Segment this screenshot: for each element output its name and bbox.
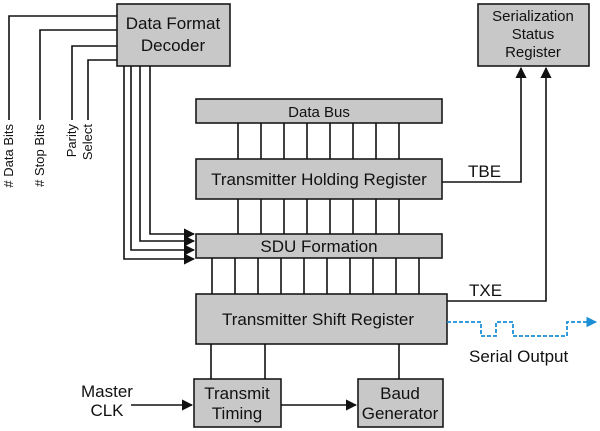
baud-label-line2: Generator — [362, 404, 439, 423]
select-label: Select — [80, 124, 95, 161]
bus-lines-sdu-to-shift — [211, 258, 420, 294]
status-label-line3: Register — [505, 44, 561, 61]
decoder-label-line2: Decoder — [141, 36, 206, 55]
data-format-decoder-block: Data Format Decoder — [116, 3, 231, 67]
timing-label-line2: Timing — [212, 404, 262, 423]
decoder-to-sdu-arrows — [123, 66, 196, 265]
baud-label-line1: Baud — [380, 384, 420, 403]
baud-generator-block: Baud Generator — [357, 378, 444, 428]
holding-register-label: Transmitter Holding Register — [211, 170, 427, 189]
decoder-input-lines — [8, 15, 117, 120]
bus-lines-holding-to-sdu — [237, 199, 400, 234]
serial-output-label: Serial Output — [469, 347, 568, 366]
serialization-status-register-block: Serialization Status Register — [477, 3, 590, 67]
shift-register-label: Transmitter Shift Register — [222, 310, 414, 329]
serial-output-waveform — [447, 316, 598, 337]
tbe-label: TBE — [468, 162, 501, 181]
shift-to-timing-lines — [210, 344, 400, 379]
status-label-line1: Serialization — [492, 8, 574, 25]
parity-label: Parity — [64, 124, 79, 158]
decoder-label-line1: Data Format — [126, 14, 221, 33]
stop-bits-label: # Stop Bits — [32, 124, 47, 187]
txe-label: TXE — [469, 281, 502, 300]
transmitter-holding-register-block: Transmitter Holding Register — [195, 158, 443, 200]
data-bus-block: Data Bus — [195, 98, 443, 124]
timing-label-line1: Transmit — [204, 384, 270, 403]
transmit-timing-block: Transmit Timing — [193, 378, 282, 428]
sdu-formation-label: SDU Formation — [260, 237, 377, 256]
master-clk-label-line1: Master — [81, 382, 133, 401]
tbe-signal-line — [442, 66, 527, 183]
txe-signal-line — [447, 66, 552, 302]
data-bits-label: # Data Bits — [1, 124, 16, 188]
status-label-line2: Status — [512, 26, 555, 43]
bus-lines-bus-to-holding — [237, 123, 400, 159]
sdu-formation-block: SDU Formation — [195, 233, 443, 259]
transmitter-shift-register-block: Transmitter Shift Register — [195, 293, 448, 345]
data-bus-label: Data Bus — [288, 104, 350, 121]
master-clk-label-line2: CLK — [90, 401, 124, 420]
